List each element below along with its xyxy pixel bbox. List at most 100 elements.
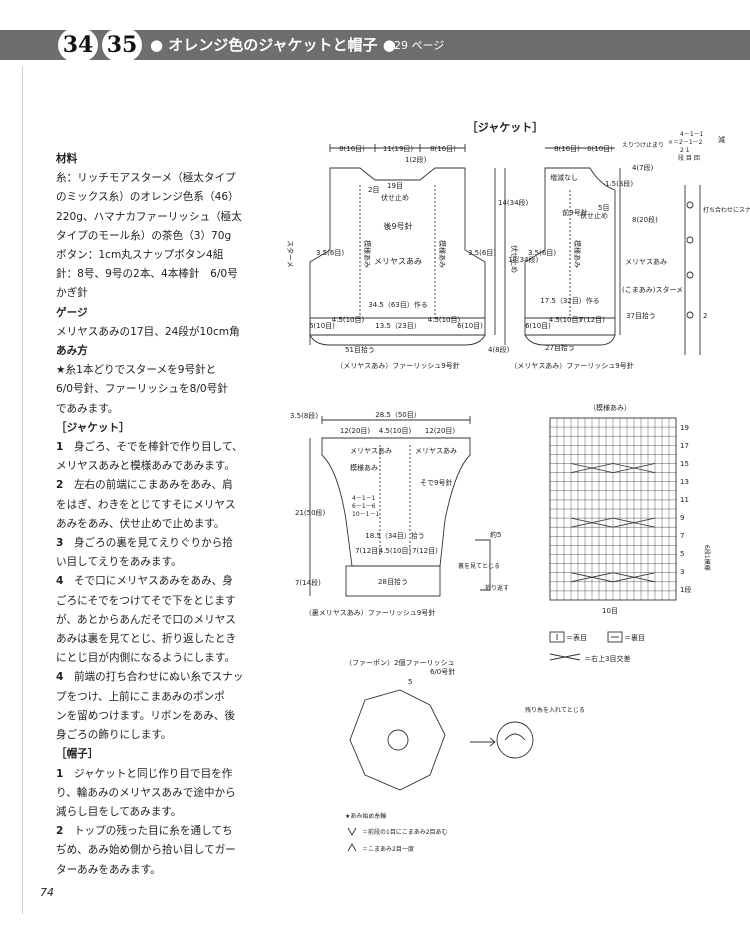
materials-heading: 材料 bbox=[56, 153, 78, 165]
jacket-heading: ［ジャケット］ bbox=[56, 421, 130, 434]
sleeve-diagram bbox=[309, 416, 491, 597]
step-line: 身ごろの飾りにします。 bbox=[56, 729, 172, 742]
chart-row-number: 3 bbox=[680, 568, 684, 576]
step-number: 4 bbox=[56, 575, 64, 588]
materials-line: タイプのモール糸）の茶色（3）70g bbox=[56, 229, 232, 242]
method-line: であみます。 bbox=[56, 402, 119, 415]
pattern-label: 模様あみ bbox=[363, 240, 372, 268]
dim-label: 8(20段) bbox=[632, 215, 658, 224]
dec-symbol bbox=[347, 843, 357, 852]
dim-label: 12(20目) bbox=[425, 427, 456, 435]
pompom-diagram bbox=[349, 689, 534, 791]
knit-symbol bbox=[549, 631, 565, 643]
dim-label: 19目 bbox=[387, 182, 403, 190]
step-line: をはぎ、わきをとじてすそにメリヤス bbox=[56, 498, 236, 511]
dim-label: 13.5（23目） bbox=[375, 322, 421, 330]
materials-line: 糸：リッチモアスターメ（極太タイプ bbox=[56, 172, 236, 185]
chart-row-number: 19 bbox=[680, 424, 689, 432]
pattern-label: 模様あみ bbox=[350, 463, 378, 472]
chart-row-number: 11 bbox=[680, 496, 689, 504]
step-line: ターあみをあみます。 bbox=[56, 863, 161, 876]
dim-label: 7(12目) bbox=[355, 547, 381, 555]
dim-label: 5目 bbox=[598, 204, 609, 212]
gauge-heading: ゲージ bbox=[56, 306, 88, 319]
dim-label: 4.5(10目) bbox=[379, 427, 412, 435]
dim-label: 6(10目) bbox=[309, 322, 335, 330]
back-body-diagram bbox=[309, 144, 506, 346]
step-line: 減らし目をしてあみます。 bbox=[56, 805, 182, 818]
materials-line: のミックス糸）のオレンジ色系（46） bbox=[56, 191, 239, 204]
cuff-label: （裏メリヤスあみ）ファーリッシュ9号針 bbox=[305, 608, 435, 617]
front-body-diagram bbox=[524, 147, 621, 346]
instructions-column: 材料 糸：リッチモアスターメ（極太タイプ のミックス糸）のオレンジ色系（46） … bbox=[56, 150, 266, 880]
step-line: 2 トップの残った目に糸を通してち bbox=[56, 825, 233, 838]
decrease-formula: 4－1－1 bbox=[680, 131, 704, 138]
dim-label: 3.5(6目) bbox=[528, 249, 556, 257]
pickup-label: 28目拾う bbox=[378, 577, 408, 586]
legend-inc: ＝前段の1目にこまあみ2目あむ bbox=[362, 828, 448, 836]
bind-off-label: 伏せ止め bbox=[510, 245, 519, 273]
materials-line: ボタン：1cm丸スナップボタン4組 bbox=[56, 249, 224, 262]
stitch-label: (こまあみ)スターメ bbox=[622, 285, 683, 294]
dim-label: 34.5（63目）作る bbox=[368, 300, 428, 309]
chart-row-number: 15 bbox=[680, 460, 689, 468]
pattern-label: 模様あみ bbox=[573, 240, 582, 268]
dim-label: 8(16目) bbox=[554, 145, 580, 153]
decrease-formula: 2 1 bbox=[680, 147, 690, 154]
tie-note: 残り糸を入れてとじる bbox=[525, 706, 585, 714]
dim-label: 21(50段) bbox=[295, 508, 326, 517]
step-line: り、輪あみのメリヤスあみで途中から bbox=[56, 786, 236, 799]
pattern-chart bbox=[549, 417, 677, 601]
page-footer-number: 74 bbox=[40, 886, 54, 899]
method-line: 6/0号針、ファーリッシュを8/0号針 bbox=[56, 383, 228, 396]
hook-label: 6/0号針 bbox=[430, 667, 455, 676]
step-line: い目してえりをあみます。 bbox=[56, 556, 182, 569]
dim-label: 4.5(10目) bbox=[549, 316, 582, 324]
cable-cross-mark bbox=[612, 463, 656, 473]
dim-label: 3.5(6目) bbox=[468, 249, 496, 257]
page-number-badge: 34 bbox=[58, 28, 98, 62]
dim-label: 14(34段) bbox=[498, 198, 529, 207]
repeat-note: 6段1模様 bbox=[703, 545, 711, 571]
yarn-label: スターメ bbox=[286, 240, 295, 268]
dim-label: 4(7段) bbox=[632, 163, 654, 172]
stitch-label: メリヤスあみ bbox=[350, 447, 392, 455]
legend-cross: ＝右上3目交差 bbox=[584, 654, 630, 663]
step-line: 2 左右の前端にこまあみをあみ、肩 bbox=[56, 479, 233, 492]
dim-label: 18.5（34目）拾う bbox=[365, 531, 425, 540]
dim-label: 3.5(6目) bbox=[316, 249, 344, 257]
gauge-text: メリヤスあみの17目、24段が10cm角 bbox=[56, 325, 240, 338]
dim-label: 7(12目) bbox=[412, 547, 438, 555]
legend-start: ★あみ始め糸輪 bbox=[345, 812, 386, 820]
step-line: 3 身ごろの裏を見てえりぐりから拾 bbox=[56, 537, 233, 550]
hem-label: （メリヤスあみ）ファーリッシュ9号針 bbox=[510, 361, 633, 370]
stitch-label: メリヤスあみ bbox=[374, 257, 422, 266]
step-line: ごろにそでをつけてそで下をとじます bbox=[56, 594, 236, 607]
step-line: にとじ目が内側になるようにします。 bbox=[56, 652, 236, 665]
chart-row-number: 5 bbox=[680, 550, 684, 558]
dim-label: 約5 bbox=[490, 530, 501, 539]
step-line: プをつけ、上前にこまあみのポンポ bbox=[56, 690, 225, 703]
step-number: 4 bbox=[56, 671, 64, 684]
step-number: 3 bbox=[56, 537, 64, 550]
collar-note: えりつけ止まり bbox=[622, 141, 664, 149]
materials-line: 220g、ハマナカファーリッシュ（極太 bbox=[56, 210, 242, 223]
increase-formula: 10－1－1 bbox=[352, 511, 379, 518]
needle-label: 前9号針 bbox=[562, 208, 587, 217]
pickup-label: 37目拾う bbox=[626, 311, 656, 320]
fold-note: 裏を見てとじる bbox=[458, 562, 500, 570]
step-line: 4 前端の打ち合わせにぬい糸でスナッ bbox=[56, 671, 244, 684]
binding-rule bbox=[22, 66, 23, 914]
decrease-label: 減 bbox=[718, 135, 725, 144]
snap-note: 打ち合わせにスナップをつける bbox=[703, 206, 750, 214]
front-edge-detail bbox=[684, 185, 701, 355]
method-heading: あみ方 bbox=[56, 345, 88, 358]
step-number: 1 bbox=[56, 441, 64, 454]
pickup-label: 51目拾う bbox=[345, 345, 375, 354]
page-number-badge: 35 bbox=[102, 28, 142, 62]
no-change-label: 増減なし bbox=[550, 173, 578, 182]
cable-cross-mark bbox=[612, 572, 656, 583]
dim-label: 8(16目) bbox=[339, 145, 365, 153]
